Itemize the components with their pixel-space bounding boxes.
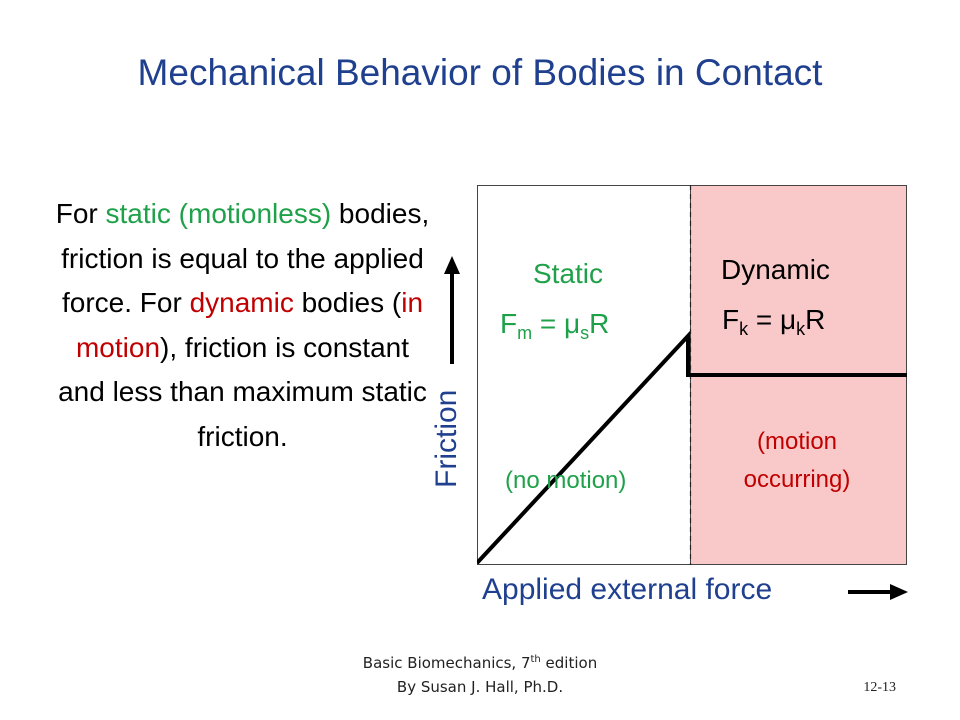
no-motion-label: (no motion) — [505, 467, 627, 494]
motion-line-1: (motion — [756, 428, 838, 455]
friction-curve — [477, 330, 907, 565]
y-axis-label: Friction — [430, 389, 463, 488]
body-text-2 — [171, 198, 179, 229]
footer-line-1: Basic Biomechanics, 7th edition — [362, 654, 598, 672]
body-text-4: bodies ( — [293, 287, 402, 318]
motion-occurring-label: (motion occurring) — [722, 423, 872, 499]
footer-citation: Basic Biomechanics, 7th edition By Susan… — [330, 648, 630, 699]
body-text-3: bodies, friction is equal to the applied… — [61, 198, 430, 318]
static-equation: Fm = μsR — [500, 308, 610, 343]
static-label: Static — [533, 258, 604, 289]
x-axis-arrow — [848, 584, 908, 600]
body-paragraph: For static (motionless) bodies, friction… — [55, 192, 430, 459]
footer-line-2: By Susan J. Hall, Ph.D. — [396, 678, 564, 696]
in-motion-word: in motion — [75, 287, 424, 363]
x-axis-label: Applied external force — [482, 573, 773, 606]
dynamic-word: dynamic — [189, 287, 294, 318]
motion-line-2: occurring) — [743, 466, 851, 493]
friction-diagram — [477, 185, 907, 565]
dynamic-equation: Fk = μkR — [722, 304, 826, 339]
static-word: static — [105, 198, 171, 229]
motionless-word: (motionless) — [178, 198, 332, 229]
body-text-5: ), friction is constant and less than ma… — [58, 331, 427, 452]
slide-number: 12-13 — [863, 680, 896, 695]
y-axis-arrow — [444, 256, 460, 364]
body-text-1: For — [55, 198, 106, 229]
dynamic-label: Dynamic — [721, 254, 830, 285]
slide-title: Mechanical Behavior of Bodies in Contact — [137, 52, 823, 93]
static-region — [477, 185, 691, 565]
